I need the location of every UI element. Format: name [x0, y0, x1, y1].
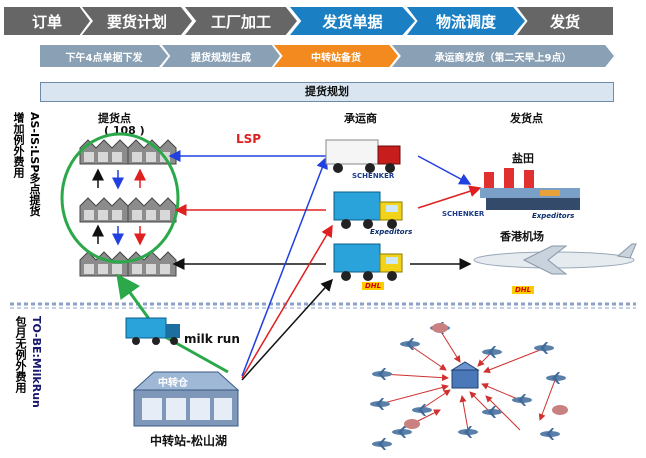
brand-schenker-carrier: SCHENKER	[352, 172, 395, 180]
brand-expeditors-delivery: Expeditors	[532, 212, 575, 220]
step-order: 订单	[4, 7, 90, 35]
lsp-label: LSP	[236, 132, 262, 146]
asis-label-bottom: 增加例外费用	[12, 112, 25, 178]
delivery-airport-name: 香港机场	[500, 230, 544, 243]
sub-step-4: 承运商发货（第二天早上9点）	[392, 45, 614, 67]
brand-expeditors-carrier: Expeditors	[370, 228, 413, 236]
step-dispatch: 物流调度	[407, 7, 525, 35]
delivery-port-name: 盐田	[512, 152, 534, 165]
tobe-label-bottom: 包月无例外费用	[14, 316, 27, 393]
tobe-label-top: TO-BE:MilkRun	[30, 316, 43, 408]
step-plan: 要货计划	[82, 7, 192, 35]
brand-schenker-delivery: SCHENKER	[442, 210, 485, 218]
milk-run-label: milk run	[184, 332, 240, 346]
sub-step-1: 下午4点单据下发	[40, 45, 168, 67]
brand-dhl-carrier: DHL	[362, 282, 385, 290]
hub-caption: 中转站-松山湖	[150, 434, 227, 448]
asis-label-top: AS-IS:LSP多点提货	[28, 112, 41, 217]
step-shipping-docs: 发货单据	[290, 7, 415, 35]
brand-dhl-delivery: DHL	[512, 286, 535, 294]
header-delivery: 发货点	[510, 112, 543, 125]
step-processing: 工厂加工	[185, 7, 297, 35]
sub-step-2: 提货规划生成	[162, 45, 280, 67]
step-delivery: 发货	[517, 7, 613, 35]
sub-step-3: 中转站备货	[274, 45, 398, 67]
header-carrier: 承运商	[344, 112, 377, 125]
hub-sign: 中转仓	[158, 378, 188, 389]
section-bar: 提货规划	[40, 82, 614, 102]
header-pickup: 提货点	[98, 112, 131, 125]
